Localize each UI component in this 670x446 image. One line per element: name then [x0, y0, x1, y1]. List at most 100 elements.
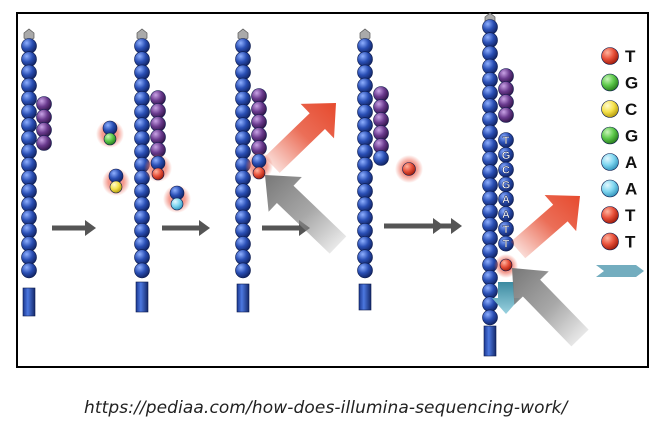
template-bead	[357, 143, 373, 160]
template-bead	[235, 38, 251, 54]
template-bead	[482, 138, 498, 154]
template-bead	[482, 85, 498, 101]
template-bead	[21, 196, 37, 213]
legend-item: G	[601, 73, 638, 93]
legend-letter: C	[625, 100, 637, 119]
template-bead	[21, 51, 37, 68]
template-bead	[21, 104, 37, 120]
anchor-stem	[358, 283, 372, 311]
template-bead	[134, 104, 150, 120]
primer-strand	[36, 96, 52, 151]
step-arrow	[162, 220, 210, 236]
strand-letter: T	[503, 135, 510, 147]
template-bead	[134, 130, 150, 147]
cleaved-base	[402, 162, 416, 176]
template-bead	[134, 183, 150, 199]
template-bead	[482, 309, 498, 326]
primer-strand	[251, 88, 267, 156]
template-bead	[21, 249, 37, 266]
legend-bead	[601, 153, 619, 171]
template-bead	[134, 64, 150, 81]
template-bead	[482, 58, 498, 75]
template-strand	[482, 19, 498, 326]
template-bead	[235, 64, 251, 81]
template-bead	[357, 249, 373, 266]
incorporated-base	[252, 166, 266, 180]
legend-bead	[601, 47, 619, 65]
template-bead	[357, 77, 373, 94]
template-bead	[235, 236, 251, 252]
template-bead	[21, 143, 37, 160]
template-strand	[21, 38, 37, 279]
free-nucleotide	[102, 168, 130, 196]
template-bead	[482, 164, 498, 180]
template-bead	[482, 269, 498, 286]
strand-letter: T	[503, 224, 510, 236]
template-bead	[21, 77, 37, 94]
read-direction-arrow	[492, 282, 520, 314]
legend-arrow-icon	[596, 265, 644, 277]
anchor-stem	[483, 325, 497, 357]
template-bead	[134, 196, 150, 213]
template-bead	[357, 209, 373, 226]
legend-item: G	[601, 127, 638, 146]
template-bead	[235, 249, 251, 266]
legend-bead	[601, 73, 619, 92]
legend-item: T	[601, 233, 636, 252]
template-strand	[134, 38, 150, 279]
template-bead	[482, 204, 498, 220]
template-bead	[357, 170, 373, 186]
template-bead	[482, 283, 498, 299]
excitation-arrow	[512, 268, 589, 347]
template-bead	[21, 91, 37, 107]
template-bead	[134, 91, 150, 107]
strand-cap	[136, 28, 148, 42]
legend-letter: T	[625, 206, 636, 225]
legend-bead	[601, 100, 619, 118]
template-bead	[134, 249, 150, 266]
legend-item: C	[601, 100, 637, 119]
template-bead	[357, 117, 373, 133]
primer-bead	[36, 135, 52, 151]
template-bead	[235, 130, 251, 147]
strand-cap	[237, 28, 249, 42]
excitation-arrow	[265, 175, 347, 254]
template-bead	[482, 111, 498, 128]
primer-strand	[150, 90, 166, 158]
legend-bead	[601, 179, 619, 198]
nucleotide-base	[170, 197, 184, 211]
template-bead	[21, 183, 37, 199]
template-bead	[235, 104, 251, 120]
template-bead	[235, 143, 251, 160]
template-bead	[134, 209, 150, 226]
template-bead	[134, 143, 150, 160]
legend-letter: G	[625, 74, 638, 93]
legend-item: T	[601, 206, 636, 225]
template-bead	[482, 230, 498, 246]
template-bead	[482, 19, 498, 35]
template-bead	[134, 77, 150, 94]
strand-letter: G	[502, 150, 511, 162]
template-bead	[21, 130, 37, 147]
light-emission-arrow	[510, 194, 580, 259]
strand-letter: A	[502, 209, 510, 221]
template-bead	[482, 151, 498, 167]
legend-letter: A	[625, 153, 637, 172]
legend-letter: G	[625, 127, 638, 146]
incorporating-base	[151, 167, 165, 181]
template-bead	[357, 262, 373, 279]
template-bead	[134, 38, 150, 54]
template-bead	[21, 262, 37, 279]
latest-base	[499, 258, 513, 272]
template-bead	[482, 217, 498, 233]
strand-letter: G	[502, 179, 511, 191]
free-nucleotide	[96, 120, 124, 148]
step-arrow	[52, 220, 96, 236]
strand-letter: A	[502, 194, 510, 206]
template-bead	[235, 77, 251, 94]
template-bead	[21, 236, 37, 252]
template-bead	[235, 117, 251, 133]
template-bead	[357, 130, 373, 147]
template-bead	[357, 236, 373, 252]
